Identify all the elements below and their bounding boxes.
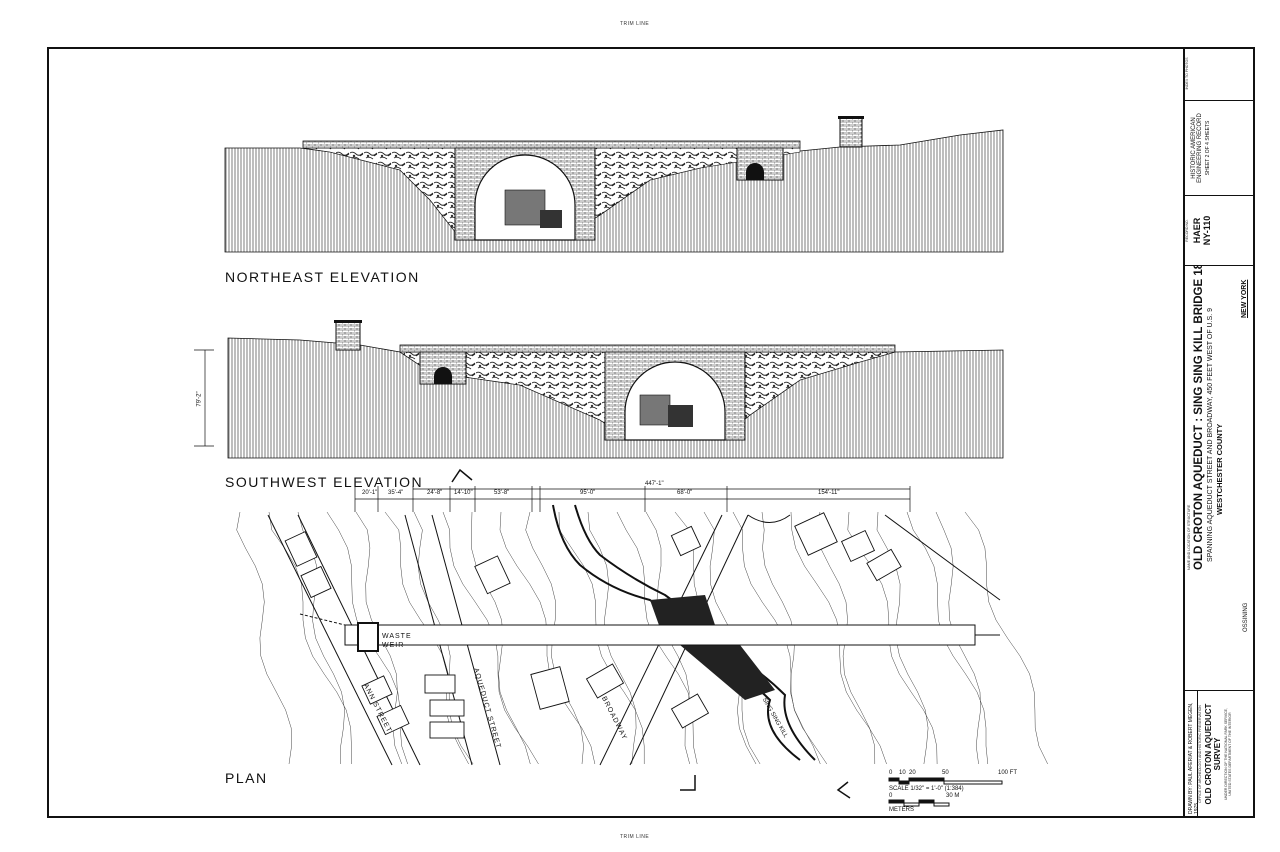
scale-bar <box>888 777 1003 807</box>
scale-tick: 100 FT <box>998 770 1018 776</box>
scale-tick: 0 <box>889 770 893 776</box>
dim-segment: 68'-0" <box>677 490 693 496</box>
scale-tick: 20 <box>909 770 916 776</box>
northeast-elevation <box>224 116 1004 253</box>
bridge-shadow-south <box>680 645 775 700</box>
dim-segment: 20'-1" <box>362 490 378 496</box>
waste-weir-label: WEIR <box>382 642 405 649</box>
dim-segment: 154'-11" <box>818 490 840 496</box>
dim-segment: 95'-0" <box>580 490 596 496</box>
small-arch-opening <box>746 163 764 180</box>
record-caption: RECORD NO. <box>1185 219 1189 242</box>
streets <box>267 514 1001 766</box>
record-number: HAER <box>1192 217 1202 244</box>
drawn-by-section: DRAWN BY: PAUL AFERIAT & ROBERT MEGEN, 1… <box>1185 690 1255 818</box>
contour-line <box>236 511 292 765</box>
scale-text: SCALE 1/32" = 1'-0" (1:384) <box>889 786 964 792</box>
county: WESTCHESTER COUNTY <box>1215 423 1224 515</box>
height-dimension: 79'-2" <box>196 391 203 407</box>
dim-segment: 24'-8" <box>427 490 443 496</box>
record-number: NY-110 <box>1202 215 1212 246</box>
trim-line-bottom: TRIM LINE <box>620 834 650 840</box>
drawing-subtitle: SPANNING AQUEDUCT STREET AND BROADWAY, 4… <box>1207 307 1214 562</box>
north-arrow <box>451 468 851 799</box>
title-block: DRAWN BY: PAUL AFERIAT & ROBERT MEGEN, 1… <box>1183 47 1255 818</box>
sheet-border <box>47 47 1255 818</box>
waste-weir-label: WASTE <box>382 633 412 640</box>
southwest-elevation-title: SOUTHWEST ELEVATION <box>225 474 424 490</box>
dim-segment: 35'-4" <box>388 490 404 496</box>
waste-weir-tower <box>839 117 863 148</box>
buildings <box>284 512 902 739</box>
small-arch-opening <box>434 367 452 384</box>
contour-line <box>964 511 1048 765</box>
name-caption: NAME AND LOCATION OF STRUCTURE <box>1187 504 1191 570</box>
southwest-elevation <box>194 320 1004 459</box>
dimension-string <box>354 486 911 512</box>
drawing-title: OLD CROTON AQUEDUCT : SING SING KILL BRI… <box>1193 265 1205 570</box>
inner-structure <box>504 189 546 226</box>
deck <box>302 140 801 149</box>
record-number-section: RECORD NO. HAER NY-110 <box>1185 195 1255 265</box>
scale-tick-m: 0 <box>889 793 893 799</box>
scale-meters-label: METERS <box>889 807 915 813</box>
city: OSSINING <box>1243 602 1249 632</box>
state: NEW YORK <box>1241 279 1248 318</box>
aqueduct-plan <box>344 624 976 646</box>
contour-line <box>268 511 352 765</box>
structure-section: OSSINING NAME AND LOCATION OF STRUCTURE … <box>1185 265 1255 690</box>
survey-name: OLD CROTON AQUEDUCT SURVEY <box>1204 703 1222 805</box>
program-section: HISTORIC AMERICAN ENGINEERING RECORD SHE… <box>1185 100 1255 195</box>
northeast-elevation-title: NORTHEAST ELEVATION <box>225 269 420 285</box>
direction-line: UNITED STATES DEPARTMENT OF THE INTERIOR <box>1228 712 1232 796</box>
waste-weir-tower <box>335 321 361 351</box>
program-name: ENGINEERING RECORD <box>1197 113 1203 183</box>
scale-tick-m: 30 M <box>946 793 960 799</box>
total-length: 447'-1" <box>645 481 664 487</box>
bridge-shadow-north <box>650 595 715 628</box>
height-dimension-line <box>194 349 214 447</box>
waste-weir-plan <box>357 622 379 652</box>
index-section: INDEX TO PHOTOS <box>1185 47 1255 100</box>
deck <box>399 344 896 353</box>
dim-segment: 14'-10" <box>454 490 473 496</box>
plan-title: PLAN <box>225 770 268 786</box>
office: OFFICE OF ARCHEOLOGY AND HISTORIC PRESER… <box>1198 705 1202 803</box>
trim-line-top: TRIM LINE <box>620 21 650 27</box>
index-caption: INDEX TO PHOTOS <box>1185 57 1189 90</box>
scale-tick: 10 <box>899 770 906 776</box>
plan-view <box>236 468 1048 799</box>
dim-segment: 53'-8" <box>494 490 510 496</box>
sheet-number: SHEET 2 OF 4 SHEETS <box>1205 120 1211 176</box>
scale-tick: 50 <box>942 770 949 776</box>
